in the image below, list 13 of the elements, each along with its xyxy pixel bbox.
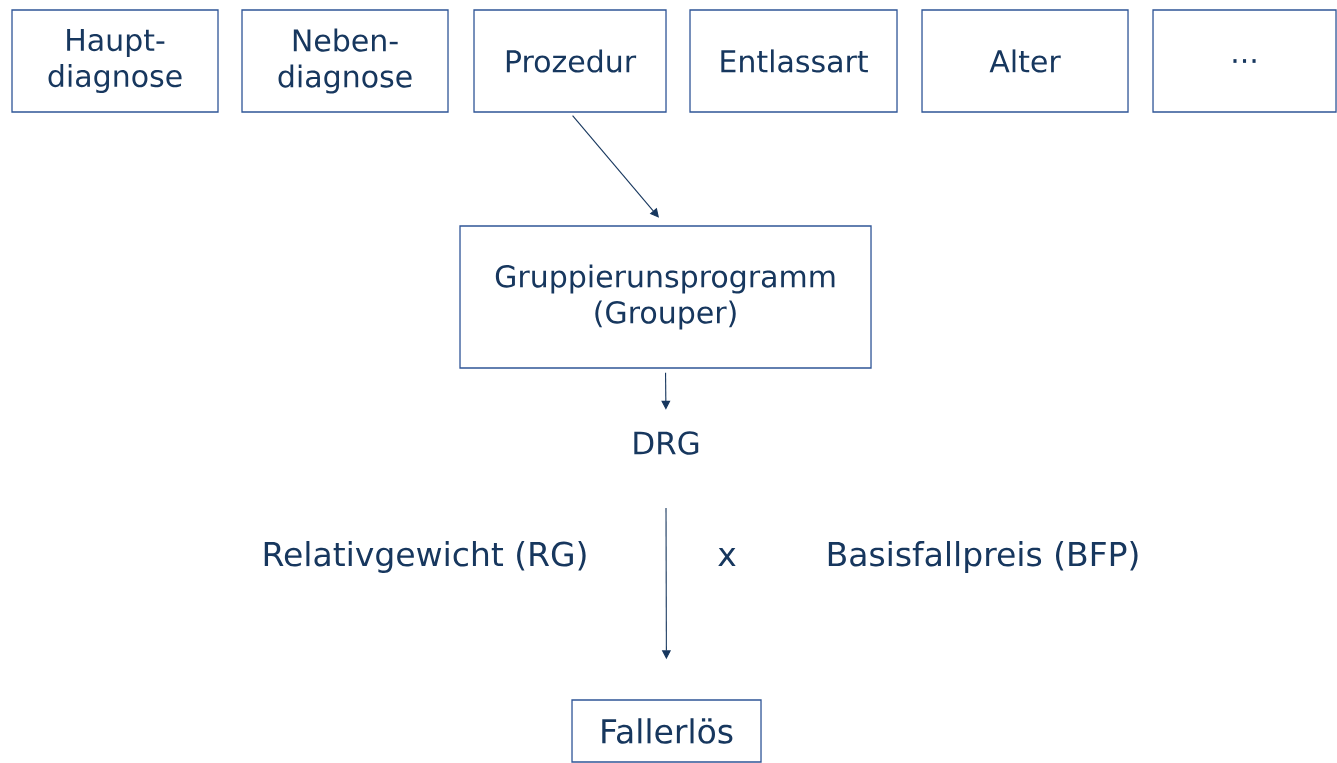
node-text: DRG [634, 431, 699, 455]
process-box: Neben- diagnose [241, 9, 449, 113]
label-text: Relativgewicht (RG) [264, 541, 586, 573]
process-box: Fallerlös [571, 699, 762, 763]
process-box: Haupt- diagnose [11, 9, 219, 113]
label-text: Basisfallpreis (BFP) [828, 541, 1138, 573]
arrow [661, 372, 671, 410]
process-box: Prozedur [473, 9, 667, 113]
process-box: Alter [921, 9, 1129, 113]
process-box: ... [1152, 9, 1337, 113]
process-box: Gruppierunsprogramm (Grouper) [459, 225, 872, 369]
label-text: x [718, 547, 736, 566]
process-box: Entlassart [689, 9, 898, 113]
